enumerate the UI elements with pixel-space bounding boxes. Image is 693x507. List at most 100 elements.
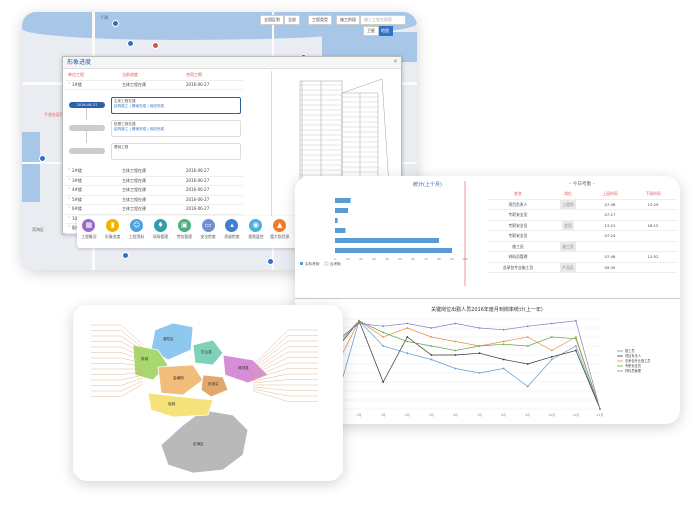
leader-line bbox=[91, 363, 144, 367]
legend-swatch bbox=[300, 262, 303, 265]
series-point bbox=[526, 363, 529, 365]
toolbar-item-7[interactable]: ◉视频监控 bbox=[245, 219, 267, 240]
toolbar-item-4[interactable]: ▣劳务管理 bbox=[173, 219, 195, 240]
region-label: 岱山县 bbox=[201, 349, 212, 354]
toolbar-item-2[interactable]: ☺工程资料 bbox=[126, 219, 148, 240]
column-header: 上班时间 bbox=[602, 191, 618, 196]
region-value[interactable]: 全部 bbox=[284, 15, 300, 25]
map-button[interactable]: 地图 bbox=[377, 26, 393, 36]
timeline-item[interactable]: 2016-06-27 主体工程在建 结构施工 | 基础完成 | 验收完成 bbox=[65, 97, 241, 120]
x-tick-label: 60 bbox=[411, 257, 415, 261]
toolbar-item-label: 工程概况 bbox=[81, 234, 97, 239]
bar bbox=[335, 238, 439, 243]
chevron-down-icon[interactable]: ˅ bbox=[68, 187, 70, 192]
region-select[interactable]: 全国区划 bbox=[260, 15, 284, 25]
region-label: 朱家尖 bbox=[208, 381, 219, 386]
region-jintang[interactable] bbox=[157, 364, 204, 396]
stage-cell: 主体工程在建 bbox=[122, 206, 146, 211]
column-header: 单位工程 bbox=[68, 72, 84, 77]
leader-line bbox=[252, 373, 318, 382]
region-daishan[interactable] bbox=[192, 339, 224, 366]
region-zhujiajian[interactable] bbox=[200, 374, 229, 398]
series-point bbox=[358, 322, 360, 325]
series-point bbox=[550, 358, 553, 361]
people-icon: ☺ bbox=[130, 219, 144, 232]
stage-cell: 主体工程在建 bbox=[122, 81, 146, 87]
project-pin[interactable] bbox=[267, 258, 274, 265]
series-line bbox=[334, 320, 601, 410]
region-shengsi[interactable] bbox=[222, 354, 269, 384]
project-pin[interactable] bbox=[39, 155, 46, 162]
toolbar-item-8[interactable]: ▲重大危险源 bbox=[269, 219, 291, 240]
stage-cell: 主体工程在建 bbox=[122, 177, 146, 183]
clock-in-cell: 09:35 bbox=[604, 264, 616, 270]
table-row[interactable]: ˅6#楼 主体工程在建 2016-06-27 bbox=[65, 205, 243, 215]
satellite-button[interactable]: 卫星 bbox=[363, 26, 379, 36]
close-icon[interactable]: × bbox=[392, 58, 398, 65]
map-card[interactable]: 全国区划 全部 工程类型 施工阶段 输入工程名搜索 地图 卫星 千金社区院 千通… bbox=[22, 12, 417, 270]
chevron-down-icon[interactable]: ˅ bbox=[68, 206, 70, 211]
toolbar-item-6[interactable]: ▴质量检查 bbox=[221, 219, 243, 240]
stage-cell: 主体工程在建 bbox=[122, 187, 146, 192]
search-input[interactable]: 输入工程名搜索 bbox=[360, 15, 406, 25]
toolbar-item-1[interactable]: ▮形象进度 bbox=[102, 219, 124, 240]
name-cell: 材料员管理 bbox=[508, 254, 528, 259]
x-tick-label: 90 bbox=[450, 257, 454, 261]
toolbar-item-0[interactable]: ▦工程概况 bbox=[78, 219, 100, 240]
bar bbox=[335, 198, 351, 203]
series-point bbox=[502, 367, 505, 370]
progress-timeline: 2016-06-27 主体工程在建 结构施工 | 基础完成 | 验收完成 桩基工… bbox=[65, 97, 241, 165]
table-row[interactable]: ˅5#楼 主体工程在建 2016-06-27 bbox=[65, 196, 243, 205]
bar bbox=[335, 208, 348, 213]
x-tick-label: 80 bbox=[437, 257, 441, 261]
table-row[interactable]: ˄1#楼 主体工程在建 2016-06-27 bbox=[65, 81, 243, 90]
table-title: – 今日考勤 – bbox=[569, 182, 595, 187]
chevron-down-icon[interactable]: ˅ bbox=[68, 168, 70, 173]
clock-out-cell bbox=[633, 242, 673, 252]
timeline-item[interactable]: 桩基工程在建 结构施工 | 基础完成 | 验收完成 bbox=[65, 120, 241, 143]
timeline-item[interactable]: 基础工程 bbox=[65, 143, 241, 162]
project-pin[interactable] bbox=[122, 252, 129, 259]
project-pin[interactable] bbox=[112, 20, 119, 27]
toolbar-item-5[interactable]: ▭安全检查 bbox=[197, 219, 219, 240]
chevron-up-icon[interactable]: ˄ bbox=[68, 81, 70, 87]
table-row[interactable]: ˅3#楼 主体工程在建 2016-06-27 bbox=[65, 177, 243, 186]
timeline-title: 主体工程在建 bbox=[114, 99, 136, 103]
region-label: 临城 bbox=[168, 401, 176, 406]
unit-cell: 1#楼 bbox=[72, 81, 82, 87]
region-lincheng[interactable] bbox=[147, 392, 214, 418]
chevron-down-icon[interactable]: ˅ bbox=[68, 196, 70, 202]
clock-out-cell: 13:29 bbox=[647, 201, 659, 207]
table-row[interactable]: ˅4#楼 主体工程在建 2016-06-27 bbox=[65, 186, 243, 196]
table-row[interactable]: 施工员施工员 bbox=[487, 241, 677, 252]
stage-select[interactable]: 施工阶段 bbox=[336, 15, 360, 25]
bar bbox=[335, 248, 452, 253]
series-point bbox=[406, 327, 409, 329]
table-row[interactable]: ˅2#楼 主体工程在建 2016-06-27 bbox=[65, 167, 243, 177]
region-label: 嵊泗县 bbox=[238, 365, 249, 370]
warning-icon: ▲ bbox=[273, 219, 287, 232]
project-type-select[interactable]: 工程类型 bbox=[308, 15, 332, 25]
series-point bbox=[550, 355, 553, 358]
chevron-down-icon[interactable]: ˅ bbox=[68, 215, 70, 221]
series-point bbox=[454, 349, 457, 352]
series-point bbox=[406, 340, 409, 343]
bar-chart-title: 统计(上个月) bbox=[413, 181, 442, 188]
clock-in-cell: 13:21 bbox=[604, 222, 616, 228]
project-pin[interactable] bbox=[127, 40, 134, 47]
chevron-down-icon[interactable]: ˅ bbox=[68, 177, 70, 183]
chevron-down-icon[interactable]: ˅ bbox=[68, 225, 70, 230]
series-point bbox=[454, 322, 457, 325]
x-tick-label: 4月 bbox=[405, 413, 410, 417]
region-dinghai[interactable] bbox=[160, 409, 249, 474]
bar bbox=[335, 228, 346, 233]
toolbar-item-3[interactable]: ♦现场管理 bbox=[149, 219, 171, 240]
project-pin[interactable] bbox=[152, 42, 159, 49]
legend-label: 材料员管理 bbox=[625, 368, 642, 373]
